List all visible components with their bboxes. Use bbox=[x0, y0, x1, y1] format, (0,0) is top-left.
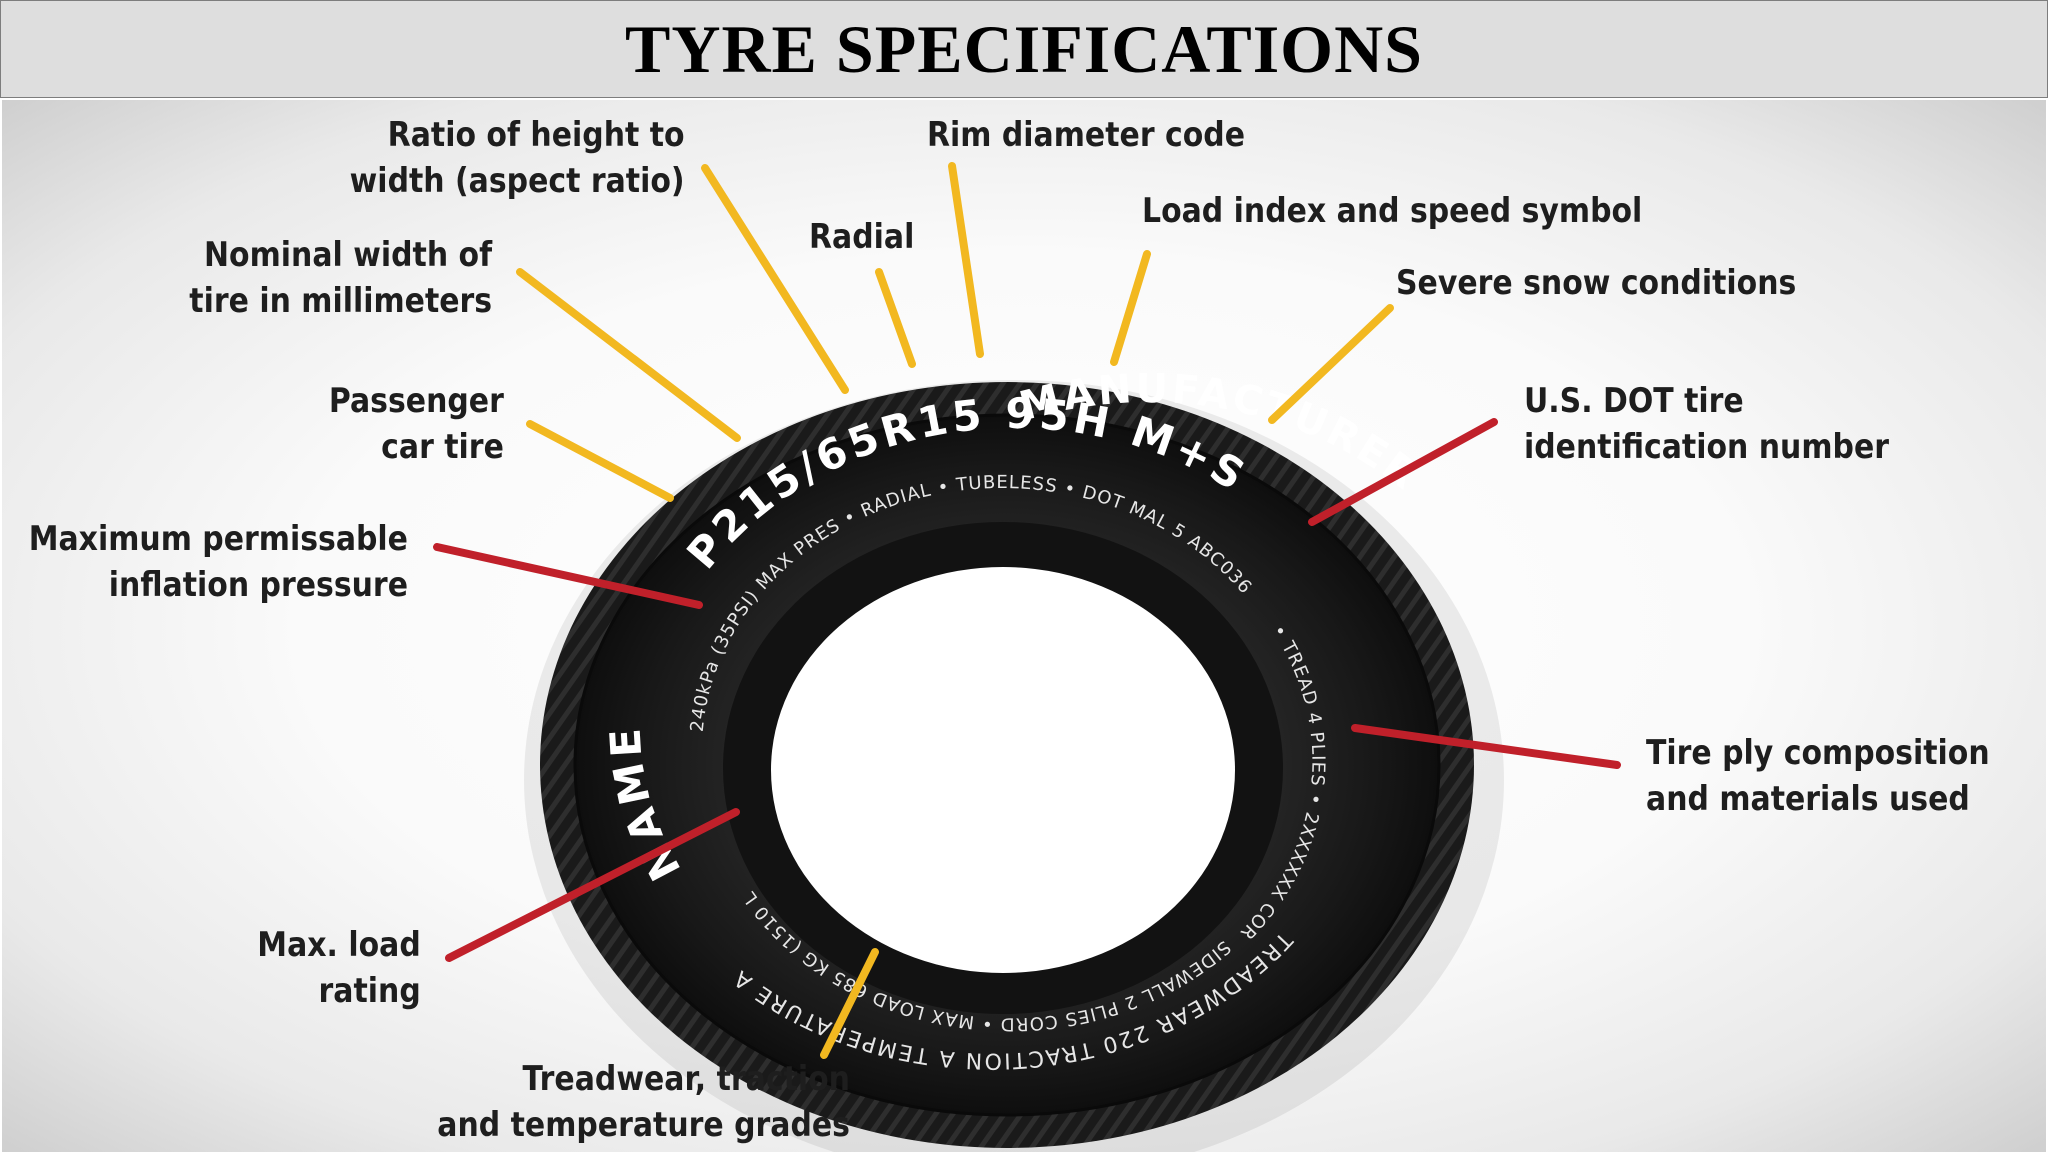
leader-nominal-width bbox=[516, 268, 741, 442]
label-nominal-width: Nominal width of tire in millimeters bbox=[189, 235, 492, 321]
label-rim-diameter: Rim diameter code bbox=[927, 115, 1245, 155]
label-passenger: Passenger car tire bbox=[329, 381, 504, 467]
label-aspect-ratio: Ratio of height to width (aspect ratio) bbox=[350, 115, 685, 201]
leader-ply-composition bbox=[1351, 724, 1621, 769]
label-severe-snow: Severe snow conditions bbox=[1396, 263, 1797, 303]
label-dot-id: U.S. DOT tire identification number bbox=[1524, 381, 1890, 467]
label-load-index: Load index and speed symbol bbox=[1142, 191, 1643, 231]
leader-max-pressure bbox=[433, 543, 703, 609]
leader-radial bbox=[875, 268, 916, 368]
leader-severe-snow bbox=[1268, 304, 1394, 424]
page-title: TYRE SPECIFICATIONS bbox=[624, 10, 1423, 87]
label-max-pressure: Maximum permissable inflation pressure bbox=[28, 519, 408, 605]
leader-max-load bbox=[445, 808, 740, 962]
leader-passenger bbox=[526, 420, 674, 502]
leader-treadwear bbox=[820, 948, 879, 1059]
leader-dot-id bbox=[1308, 418, 1498, 526]
label-radial: Radial bbox=[809, 217, 915, 257]
leader-rim-diameter bbox=[948, 162, 984, 358]
label-max-load: Max. load rating bbox=[257, 925, 421, 1011]
label-treadwear: Treadwear, traction and temperature grad… bbox=[437, 1059, 850, 1145]
tire-illustration: P215/65R15 95H M+S MANUFACTURER NAME 240… bbox=[2, 100, 1621, 1152]
leader-load-index bbox=[1110, 250, 1151, 366]
tire-diagram: P215/65R15 95H M+S MANUFACTURER NAME 240… bbox=[2, 100, 2046, 1152]
label-ply-composition: Tire ply composition and materials used bbox=[1646, 733, 1990, 819]
rim-hole bbox=[771, 567, 1235, 973]
leader-aspect-ratio bbox=[701, 164, 849, 394]
title-bar: TYRE SPECIFICATIONS bbox=[0, 0, 2048, 98]
